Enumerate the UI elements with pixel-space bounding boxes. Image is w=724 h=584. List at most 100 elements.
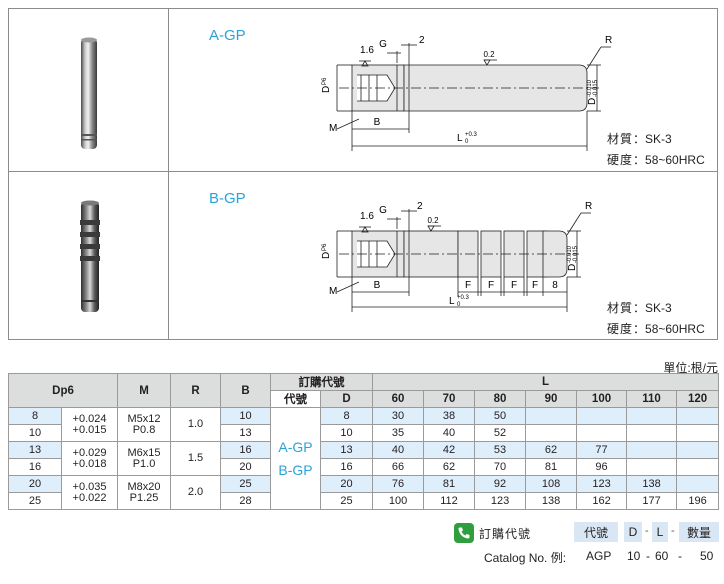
dim-l-tol-top-bgp: +0.3 — [457, 295, 470, 301]
dim-d-right-agp: D — [587, 98, 598, 105]
price-cell: 162 — [576, 492, 628, 510]
price-cell — [626, 441, 678, 459]
spec-drawing-box: A-GP — [8, 8, 718, 340]
code-agp: A-GP — [278, 438, 313, 455]
r-value: 2.0 — [170, 475, 222, 510]
dim-m-agp: M — [329, 123, 337, 134]
dim-b-bgp: B — [374, 280, 381, 291]
d-value: 16 — [320, 458, 374, 476]
chip-d: D — [624, 522, 642, 542]
header-d: D — [320, 390, 374, 408]
type-title-bgp: B-GP — [209, 190, 246, 207]
example-code: AGP — [586, 549, 612, 563]
price-cell: 81 — [423, 475, 476, 493]
dim-d-p6-agp: P6 — [322, 77, 328, 85]
header-l-90: 90 — [525, 390, 578, 408]
price-cell: 81 — [525, 458, 578, 476]
price-cell — [576, 424, 628, 442]
example-sep: - — [646, 549, 650, 563]
dim-d-right-tol-top-bgp: -0.010 — [567, 245, 573, 263]
dp6-value: 10 — [8, 424, 62, 442]
price-cell: 35 — [372, 424, 425, 442]
b-value: 16 — [220, 441, 272, 459]
price-cell — [676, 458, 720, 476]
dim-2-agp: 2 — [419, 35, 425, 46]
price-cell: 92 — [474, 475, 527, 493]
dim-2-bgp: 2 — [417, 201, 423, 212]
chip-code: 代號 — [574, 522, 618, 542]
price-cell: 62 — [423, 458, 476, 476]
price-cell: 62 — [525, 441, 578, 459]
dim-1-6-bgp: 1.6 — [360, 211, 374, 222]
material-value: SK-3 — [645, 132, 672, 146]
chip-l: L — [652, 522, 668, 542]
dim-d-right-tol-bot-agp: -0.015 — [593, 79, 599, 97]
price-cell — [626, 424, 678, 442]
dim-r-bgp: R — [585, 201, 592, 212]
header-dp6: Dp6 — [7, 373, 119, 408]
roughness-agp: 0.2 — [483, 50, 495, 59]
dim-1-6-agp: 1.6 — [360, 45, 374, 56]
material-info-bgp: 材質：SK-3 硬度：58~60HRC — [607, 301, 705, 336]
order-code-text: 訂購代號 — [479, 526, 532, 541]
price-cell — [576, 407, 628, 425]
b-value: 25 — [220, 475, 272, 493]
price-cell: 177 — [626, 492, 678, 510]
agp-drawing-cell: A-GP — [169, 9, 717, 171]
bgp-pin-image — [80, 200, 100, 312]
hardness-value: 58~60HRC — [645, 153, 705, 167]
dim-g-agp: G — [379, 39, 387, 50]
price-cell: 50 — [474, 407, 527, 425]
dim-d-right-bgp: D — [567, 264, 578, 271]
price-cell: 76 — [372, 475, 425, 493]
price-cell: 108 — [525, 475, 578, 493]
hardness-label: 硬度 — [607, 153, 634, 167]
dim-l-agp: L — [457, 133, 463, 144]
dim-8-bgp: 8 — [552, 280, 558, 291]
dim-d-left-agp: D — [321, 86, 332, 93]
dim-f1-bgp: F — [465, 280, 471, 291]
price-table: Dp6 M R B 訂購代號 L 代號 D 60 70 80 90 100 11… — [7, 373, 720, 510]
material-value: SK-3 — [645, 301, 672, 315]
dim-d-p6-bgp: P6 — [322, 243, 328, 251]
price-cell — [676, 407, 720, 425]
type-title-agp: A-GP — [209, 27, 246, 44]
price-cell: 52 — [474, 424, 527, 442]
price-cell — [676, 475, 720, 493]
price-cell: 77 — [576, 441, 628, 459]
dim-r-agp: R — [605, 35, 612, 46]
r-value: 1.5 — [170, 441, 222, 476]
bgp-drawing-cell: B-GP — [169, 172, 717, 339]
dp6-tolerance: +0.029+0.018 — [60, 441, 119, 476]
header-code: 代號 — [270, 390, 322, 408]
b-value: 13 — [220, 424, 272, 442]
dim-f3-bgp: F — [511, 280, 517, 291]
code-cell: A-GP B-GP — [270, 407, 322, 510]
order-code-label: 訂購代號 — [454, 523, 531, 543]
product-row-bgp: B-GP — [9, 172, 717, 339]
dim-l-tol-bot-agp: 0 — [465, 139, 469, 145]
price-cell — [626, 407, 678, 425]
price-cell: 138 — [626, 475, 678, 493]
price-cell: 196 — [676, 492, 720, 510]
example-sep: - — [678, 549, 682, 563]
price-cell: 66 — [372, 458, 425, 476]
table-row: 25 28 25 100 112 123 138 162 177 196 — [8, 492, 720, 510]
price-cell: 30 — [372, 407, 425, 425]
code-bgp: B-GP — [278, 461, 313, 478]
price-cell: 138 — [525, 492, 578, 510]
d-value: 13 — [320, 441, 374, 459]
dim-l-bgp: L — [449, 296, 455, 307]
d-value: 20 — [320, 475, 374, 493]
chip-separator: - — [671, 525, 675, 537]
dp6-value: 20 — [8, 475, 62, 493]
unit-note: 單位:根/元 — [663, 361, 718, 375]
dp6-value: 25 — [8, 492, 62, 510]
catalog-example-label: Catalog No. 例: — [484, 551, 567, 565]
product-photo-cell — [9, 172, 169, 339]
example-d: 10 — [627, 549, 641, 563]
price-cell — [626, 458, 678, 476]
b-value: 20 — [220, 458, 272, 476]
dim-d-right-tol-bot-bgp: -0.015 — [573, 245, 579, 263]
dim-l-tol-bot-bgp: 0 — [457, 302, 461, 308]
